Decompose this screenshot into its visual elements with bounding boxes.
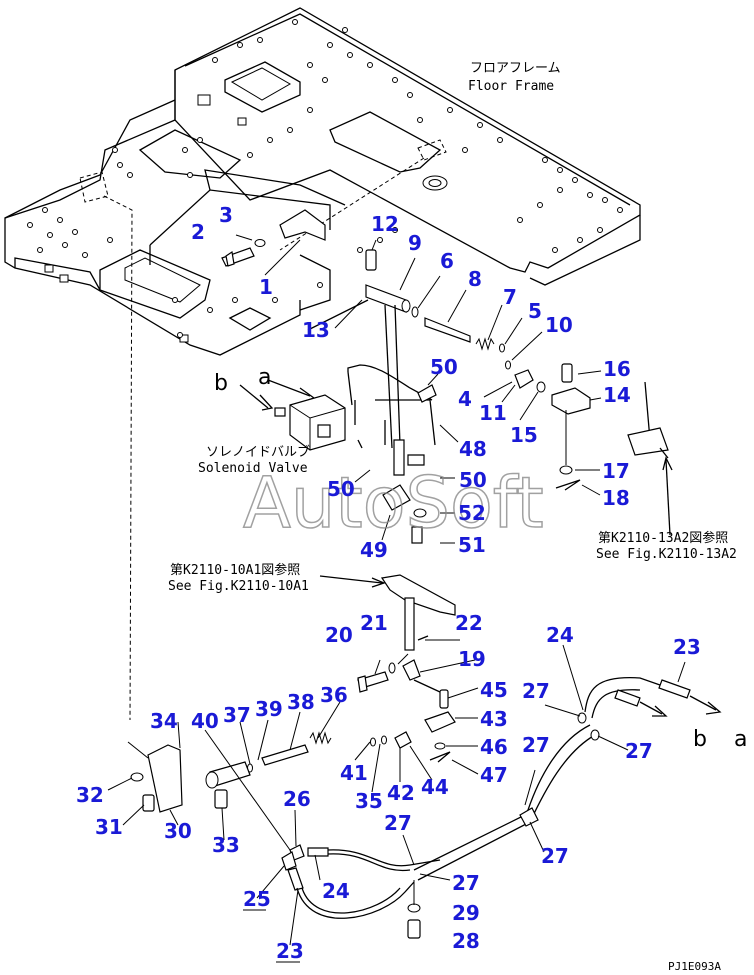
callout-36: 36 — [320, 683, 348, 707]
callout-31: 31 — [95, 815, 123, 839]
callout-15: 15 — [510, 423, 538, 447]
solenoid-en: Solenoid Valve — [198, 461, 308, 476]
label-a-lower: a — [734, 727, 747, 752]
floor-frame — [4, 7, 641, 356]
callout-27-e: 27 — [384, 811, 412, 835]
callout-7: 7 — [503, 285, 517, 309]
ref2-en: See Fig.K2110-13A2 — [596, 547, 737, 562]
callout-16: 16 — [603, 357, 631, 381]
callout-38: 38 — [287, 690, 315, 714]
ref1-en: See Fig.K2110-10A1 — [168, 579, 309, 594]
lower-linkage — [107, 574, 722, 946]
callout-24-right: 24 — [546, 623, 574, 647]
callout-34: 34 — [150, 709, 178, 733]
callout-33: 33 — [212, 833, 240, 857]
annotations: フロアフレーム Floor Frame ソレノイドバルブ Solenoid Va… — [168, 61, 747, 973]
callout-49: 49 — [360, 538, 388, 562]
callout-44: 44 — [421, 775, 449, 799]
callout-46: 46 — [480, 735, 508, 759]
callout-5: 5 — [528, 299, 542, 323]
right-lever-group — [551, 363, 673, 536]
callout-4: 4 — [458, 387, 472, 411]
callout-2: 2 — [191, 220, 205, 244]
drawing-code: PJ1E093A — [668, 960, 721, 973]
callout-48: 48 — [459, 437, 487, 461]
callout-8: 8 — [468, 267, 482, 291]
callout-30: 30 — [164, 819, 192, 843]
callout-19: 19 — [458, 647, 486, 671]
floor-frame-en: Floor Frame — [468, 79, 554, 94]
callout-27-f: 27 — [452, 871, 480, 895]
callout-11: 11 — [479, 401, 507, 425]
label-b-upper: b — [214, 371, 228, 396]
callout-12: 12 — [371, 212, 399, 236]
callout-50-b: 50 — [327, 477, 355, 501]
upper-linkage — [221, 209, 546, 449]
callout-29: 29 — [452, 901, 480, 925]
callout-numbers: 1 2 3 4 5 6 7 8 9 10 11 12 13 14 15 16 1… — [76, 203, 701, 963]
floor-frame-jp: フロアフレーム — [470, 61, 561, 76]
callout-10: 10 — [545, 313, 573, 337]
watermark: AutoSoft — [243, 462, 544, 544]
callout-45: 45 — [480, 678, 508, 702]
solenoid-valve-assembly — [239, 364, 459, 544]
callout-43: 43 — [480, 707, 508, 731]
callout-23-right: 23 — [673, 635, 701, 659]
callout-47: 47 — [480, 763, 508, 787]
callout-17: 17 — [602, 459, 630, 483]
callout-42: 42 — [387, 781, 415, 805]
callout-41: 41 — [340, 761, 368, 785]
callout-27-d: 27 — [541, 844, 569, 868]
callout-27-a: 27 — [522, 679, 550, 703]
callout-32: 32 — [76, 783, 104, 807]
callout-22: 22 — [455, 611, 483, 635]
callout-27-c: 27 — [522, 733, 550, 757]
label-a-upper: a — [258, 365, 271, 390]
callout-18: 18 — [602, 486, 630, 510]
mounting-pads — [79, 139, 447, 721]
callout-40: 40 — [191, 709, 219, 733]
callout-6: 6 — [440, 249, 454, 273]
callout-50-c: 50 — [459, 468, 487, 492]
callout-23-bottom: 23 — [276, 939, 304, 963]
callout-21: 21 — [360, 611, 388, 635]
callout-25: 25 — [243, 887, 271, 911]
callout-26: 26 — [283, 787, 311, 811]
label-b-lower: b — [693, 727, 707, 752]
callout-50-a: 50 — [430, 355, 458, 379]
callout-3: 3 — [219, 203, 233, 227]
solenoid-jp: ソレノイドバルブ — [206, 444, 310, 460]
callout-14: 14 — [603, 383, 631, 407]
callout-20: 20 — [325, 623, 353, 647]
ref1-jp: 第K2110-10A1図参照 — [170, 562, 300, 578]
callout-28: 28 — [452, 929, 480, 953]
callout-39: 39 — [255, 697, 283, 721]
callout-51: 51 — [458, 533, 486, 557]
ref2-jp: 第K2110-13A2図参照 — [598, 530, 728, 546]
callout-37: 37 — [223, 703, 251, 727]
callout-35: 35 — [355, 789, 383, 813]
callout-52: 52 — [458, 501, 486, 525]
callout-13: 13 — [302, 318, 330, 342]
callout-1: 1 — [259, 275, 273, 299]
callout-9: 9 — [408, 231, 422, 255]
callout-27-b: 27 — [625, 739, 653, 763]
callout-24-bottom: 24 — [322, 879, 350, 903]
